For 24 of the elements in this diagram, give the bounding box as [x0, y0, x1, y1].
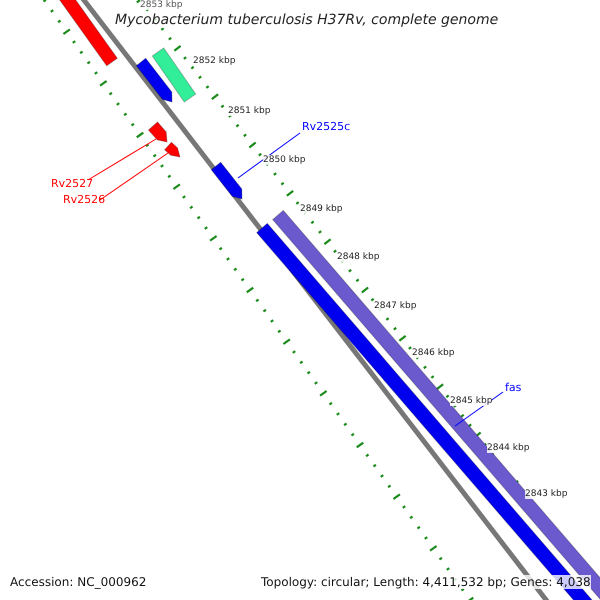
- scale-label: 2847 kbp: [374, 301, 416, 311]
- scale-label: 2846 kbp: [412, 348, 454, 358]
- scale-label: 2845 kbp: [450, 396, 492, 406]
- genome-info-text: Topology: circular; Length: 4,411,532 bp; Genes: 4,038: [261, 575, 591, 589]
- leader-line: [88, 138, 156, 180]
- gene-feature: [148, 121, 168, 143]
- scale-label: 2848 kbp: [337, 252, 380, 262]
- scale-label: 2851 kbp: [228, 106, 270, 116]
- scale-label: 2852 kbp: [193, 56, 236, 66]
- gene-name: Rv2525c: [302, 120, 350, 133]
- gene-name: Rv2527: [51, 177, 94, 190]
- scale-label: 2844 kbp: [487, 443, 530, 453]
- scale-label: 2850 kbp: [263, 155, 306, 165]
- gene-feature: [164, 142, 181, 158]
- accession-text: Accession: NC_000962: [10, 575, 146, 589]
- gene-feature: [210, 162, 243, 200]
- map-title: Mycobacterium tuberculosis H37Rv, complete genome: [115, 12, 498, 28]
- gene-name: Rv2526: [63, 193, 106, 206]
- scale-label: 2849 kbp: [300, 204, 342, 214]
- leader-line: [238, 132, 300, 178]
- scale-label: 2843 kbp: [525, 489, 568, 499]
- leader-line: [100, 152, 168, 200]
- scale-label: 2853 kbp: [140, 0, 182, 10]
- gene-name: fas: [505, 381, 522, 394]
